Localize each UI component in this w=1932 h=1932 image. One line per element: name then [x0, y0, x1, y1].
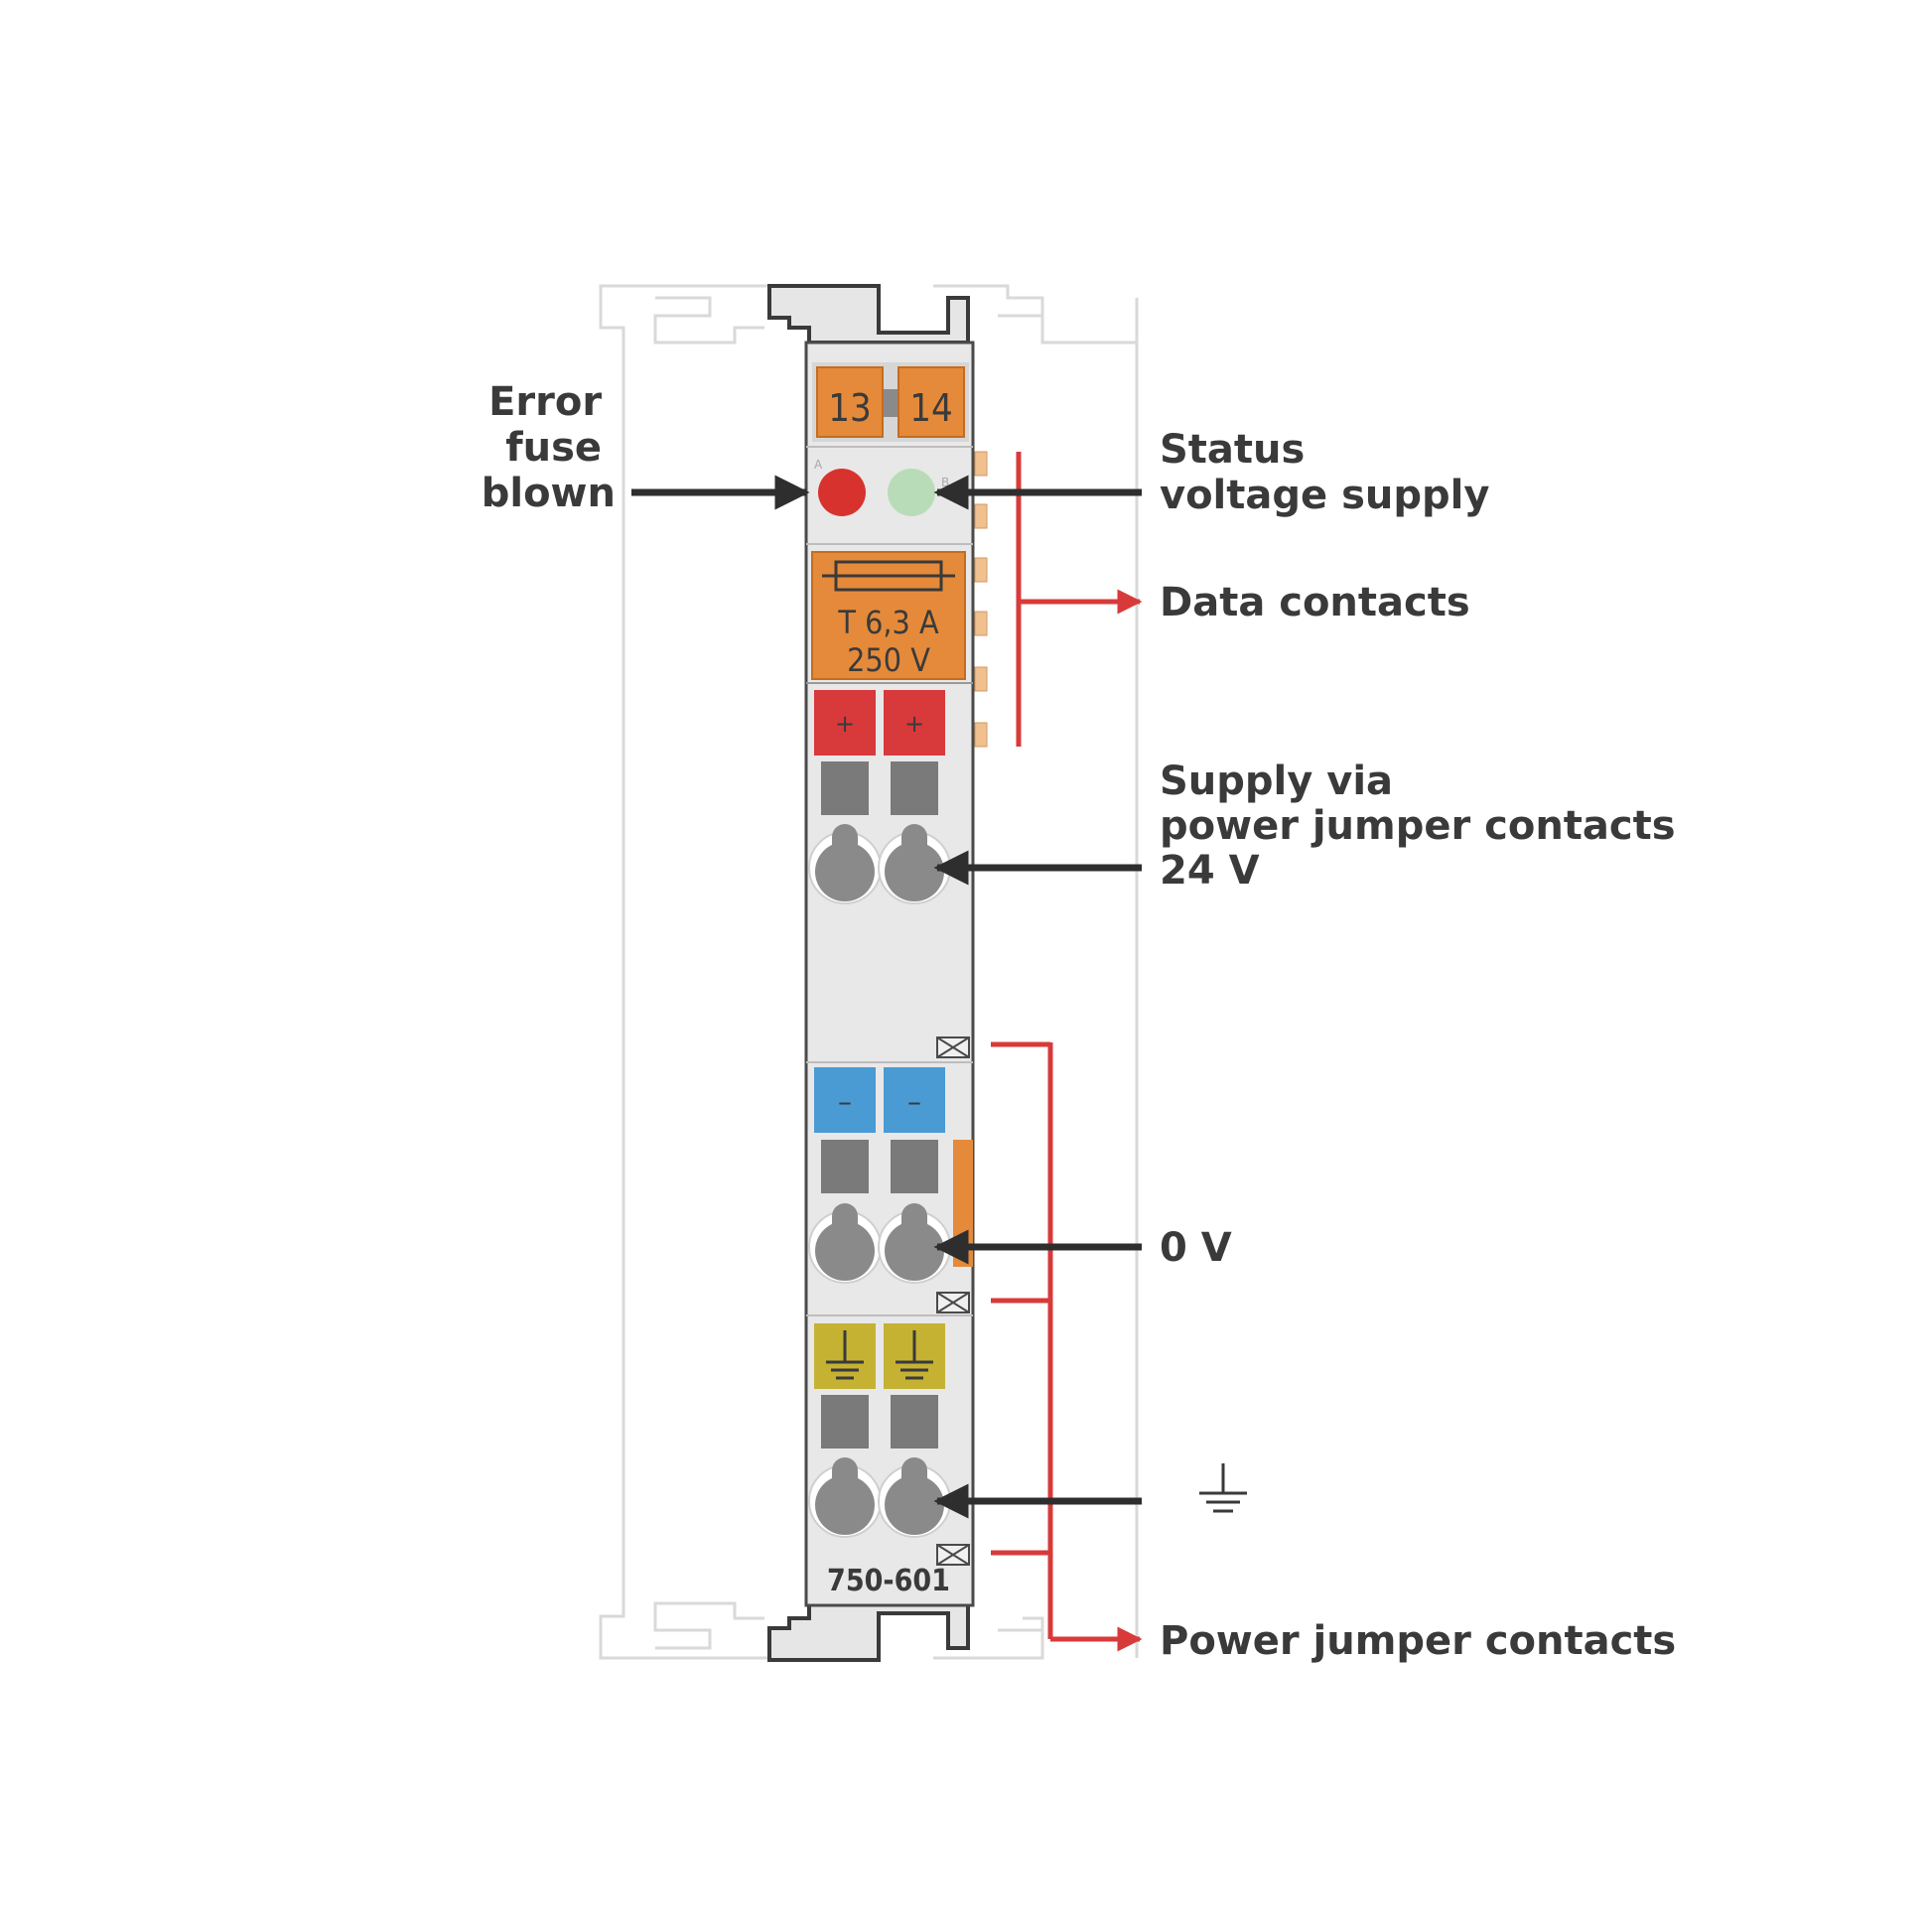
terminal-14[interactable]	[897, 366, 965, 438]
status-led	[888, 469, 935, 516]
minus-label-right: –	[907, 1085, 921, 1118]
fuse-holder[interactable]: T 6,3 A 250 V	[811, 551, 966, 680]
pointer-arrows	[631, 475, 1142, 1519]
label-status-voltage-supply: Status voltage supply	[1160, 427, 1489, 518]
svg-text:B: B	[941, 476, 949, 489]
ground-icon	[896, 1330, 933, 1380]
top-rail-clip	[767, 284, 970, 345]
ground-terminal-right[interactable]	[884, 1323, 945, 1389]
label-power-jumper-contacts: Power jumper contacts	[1160, 1618, 1676, 1664]
plus-release-right[interactable]	[891, 761, 938, 815]
top-terminal-block: 13 14	[812, 362, 969, 442]
neighbor-module-right-outline	[933, 284, 1139, 1660]
label-zero-v: 0 V	[1160, 1225, 1232, 1271]
plus-terminal-right[interactable]	[884, 690, 945, 756]
svg-text:A: A	[814, 458, 823, 472]
plus-terminal-group: + +	[808, 690, 951, 904]
model-number: 750-601	[827, 1564, 950, 1598]
minus-terminal-left[interactable]	[814, 1067, 876, 1133]
label-data-contacts: Data contacts	[1160, 580, 1470, 625]
power-jumper-contact-middle	[936, 1292, 970, 1313]
minus-terminal-right[interactable]	[884, 1067, 945, 1133]
error-led	[818, 469, 866, 516]
minus-wire-entry-left[interactable]	[808, 1203, 882, 1284]
fuse-voltage: 250 V	[847, 641, 930, 679]
minus-label-left: –	[838, 1085, 852, 1118]
neighbor-module-left-outline	[599, 284, 769, 1660]
bottom-rail-clip	[767, 1601, 970, 1662]
plus-label-right: +	[904, 710, 924, 738]
terminal-13-label: 13	[828, 386, 872, 430]
data-contacts-bracket	[1016, 452, 1143, 747]
label-error-fuse-blown: Error fuse blown	[482, 379, 616, 516]
ground-symbol-icon	[1199, 1463, 1247, 1513]
terminal-14-label: 14	[909, 386, 953, 430]
power-jumper-bracket	[991, 1041, 1143, 1652]
ground-icon	[826, 1330, 864, 1380]
ground-terminal-group	[808, 1292, 970, 1566]
plus-release-left[interactable]	[821, 761, 869, 815]
ground-terminal-left[interactable]	[814, 1323, 876, 1389]
minus-release-left[interactable]	[821, 1140, 869, 1193]
minus-release-right[interactable]	[891, 1140, 938, 1193]
power-jumper-contact-bottom	[936, 1544, 970, 1566]
power-jumper-contact-top	[936, 1036, 970, 1058]
fuse-rating: T 6,3 A	[837, 604, 939, 641]
plus-label-left: +	[835, 710, 855, 738]
ground-release-left[interactable]	[821, 1395, 869, 1449]
plus-wire-entry-right[interactable]	[878, 824, 951, 904]
label-supply-via-power-jumper: Supply via power jumper contacts 24 V	[1160, 759, 1690, 894]
ground-release-right[interactable]	[891, 1395, 938, 1449]
plus-wire-entry-left[interactable]	[808, 824, 882, 904]
data-contact-tabs	[974, 451, 988, 748]
terminal-13[interactable]	[816, 366, 884, 438]
ground-wire-entry-left[interactable]	[808, 1457, 882, 1538]
plus-terminal-left[interactable]	[814, 690, 876, 756]
